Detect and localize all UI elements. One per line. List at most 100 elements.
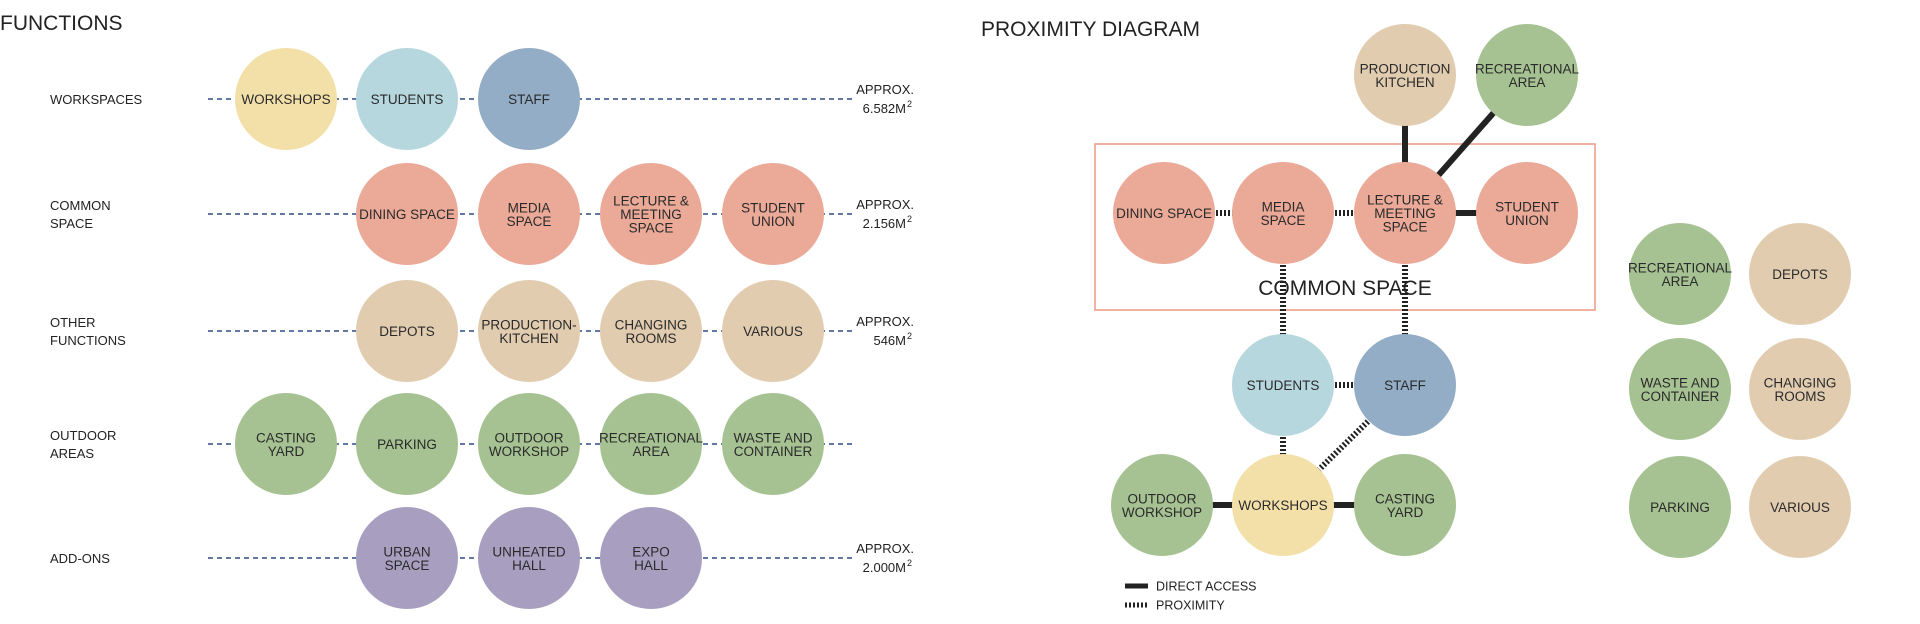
legend-label: PROXIMITY bbox=[1156, 599, 1225, 613]
functions-title: FUNCTIONS bbox=[0, 12, 123, 35]
function-production-kitchen: PRODUCTION-KITCHEN bbox=[478, 280, 580, 382]
function-various-shape bbox=[722, 280, 824, 382]
node-students-shape bbox=[1232, 334, 1334, 436]
node-casting-yard-shape bbox=[1354, 454, 1456, 556]
node-media-shape bbox=[1232, 162, 1334, 264]
function-students-label: STUDENTS bbox=[371, 92, 444, 107]
node-recreational-top-shape bbox=[1476, 24, 1578, 126]
node-depots-shape bbox=[1749, 223, 1851, 325]
function-students-shape bbox=[356, 48, 458, 150]
proximity-diagram-title: PROXIMITY DIAGRAM bbox=[981, 18, 1200, 41]
function-recreational-area-shape bbox=[600, 393, 702, 495]
legend-label: DIRECT ACCESS bbox=[1156, 580, 1257, 594]
function-workshops: WORKSHOPS bbox=[235, 48, 337, 150]
node-lecture-shape bbox=[1354, 162, 1456, 264]
function-urban-space-label: URBAN bbox=[383, 544, 430, 559]
area-unit-exponent: 2 bbox=[907, 99, 912, 109]
area-approx-label: APPROX. bbox=[856, 197, 914, 212]
node-lecture-label: LECTURE & bbox=[1367, 193, 1443, 208]
node-various: VARIOUS bbox=[1749, 456, 1851, 558]
node-waste-label: WASTE AND bbox=[1640, 375, 1719, 390]
function-media-space-shape bbox=[478, 163, 580, 265]
row-label: FUNCTIONS bbox=[50, 333, 126, 348]
function-depots: DEPOTS bbox=[356, 280, 458, 382]
function-student-union-shape bbox=[722, 163, 824, 265]
function-parking: PARKING bbox=[356, 393, 458, 495]
node-production-kitchen-label: KITCHEN bbox=[1375, 75, 1434, 90]
area-value: 6.582M bbox=[863, 101, 906, 116]
function-student-union-label: UNION bbox=[751, 214, 795, 229]
function-production-kitchen-label: PRODUCTION- bbox=[481, 317, 576, 332]
function-dining-space-label: DINING SPACE bbox=[359, 207, 455, 222]
function-dining-space: DINING SPACE bbox=[356, 163, 458, 265]
node-various-shape bbox=[1749, 456, 1851, 558]
node-workshops-shape bbox=[1232, 454, 1334, 556]
legend: DIRECT ACCESS PROXIMITY bbox=[1125, 580, 1257, 613]
node-parking-shape bbox=[1629, 456, 1731, 558]
function-expo-hall-label: EXPO bbox=[632, 544, 670, 559]
function-unheated-hall-shape bbox=[478, 507, 580, 609]
function-staff-label: STAFF bbox=[508, 92, 550, 107]
row-label: OTHER bbox=[50, 315, 96, 330]
function-expo-hall-label: HALL bbox=[634, 558, 668, 573]
node-staff-label: STAFF bbox=[1384, 378, 1426, 393]
function-recreational-area-label: RECREATIONAL bbox=[599, 430, 704, 445]
area-unit-exponent: 2 bbox=[907, 558, 912, 568]
node-dining-label: DINING SPACE bbox=[1116, 206, 1212, 221]
function-outdoor-workshop-label: OUTDOOR bbox=[495, 430, 564, 445]
function-casting-yard-shape bbox=[235, 393, 337, 495]
function-depots-label: DEPOTS bbox=[379, 324, 435, 339]
function-lecture-meeting-space-label: LECTURE & bbox=[613, 194, 689, 209]
row-label: OUTDOOR bbox=[50, 428, 116, 443]
function-workshops-shape bbox=[235, 48, 337, 150]
node-depots: DEPOTS bbox=[1749, 223, 1851, 325]
function-media-space-label: MEDIA bbox=[508, 200, 551, 215]
node-staff: STAFF bbox=[1354, 334, 1456, 436]
function-waste-and-container-shape bbox=[722, 393, 824, 495]
node-waste-shape bbox=[1629, 338, 1731, 440]
row-label: AREAS bbox=[50, 446, 94, 461]
node-student-union-label: UNION bbox=[1505, 213, 1549, 228]
area-unit-exponent: 2 bbox=[907, 214, 912, 224]
function-various-label: VARIOUS bbox=[743, 324, 803, 339]
function-depots-shape bbox=[356, 280, 458, 382]
node-student-union-shape bbox=[1476, 162, 1578, 264]
function-changing-rooms-shape bbox=[600, 280, 702, 382]
area-approx-label: APPROX. bbox=[856, 314, 914, 329]
node-media-label: MEDIA bbox=[1262, 199, 1305, 214]
function-urban-space-label: SPACE bbox=[385, 558, 430, 573]
function-production-kitchen-label: KITCHEN bbox=[499, 331, 558, 346]
proximity-nodes: PRODUCTIONKITCHENRECREATIONALAREADINING … bbox=[1111, 24, 1851, 558]
node-casting-yard-label: YARD bbox=[1387, 505, 1424, 520]
node-changing-label: CHANGING bbox=[1764, 375, 1837, 390]
node-casting-yard-label: CASTING bbox=[1375, 491, 1435, 506]
function-production-kitchen-shape bbox=[478, 280, 580, 382]
node-recreational-top-label: AREA bbox=[1509, 75, 1546, 90]
function-lecture-meeting-space-label: SPACE bbox=[629, 221, 674, 236]
function-unheated-hall-label: HALL bbox=[512, 558, 546, 573]
node-staff-shape bbox=[1354, 334, 1456, 436]
function-parking-shape bbox=[356, 393, 458, 495]
function-staff: STAFF bbox=[478, 48, 580, 150]
function-unheated-hall-label: UNHEATED bbox=[492, 544, 566, 559]
function-lecture-meeting-space-label: MEETING bbox=[620, 207, 682, 222]
node-media-label: SPACE bbox=[1261, 213, 1306, 228]
function-staff-shape bbox=[478, 48, 580, 150]
row-label: COMMON bbox=[50, 198, 111, 213]
node-recreational-top-label: RECREATIONAL bbox=[1475, 61, 1580, 76]
function-dining-space-shape bbox=[356, 163, 458, 265]
